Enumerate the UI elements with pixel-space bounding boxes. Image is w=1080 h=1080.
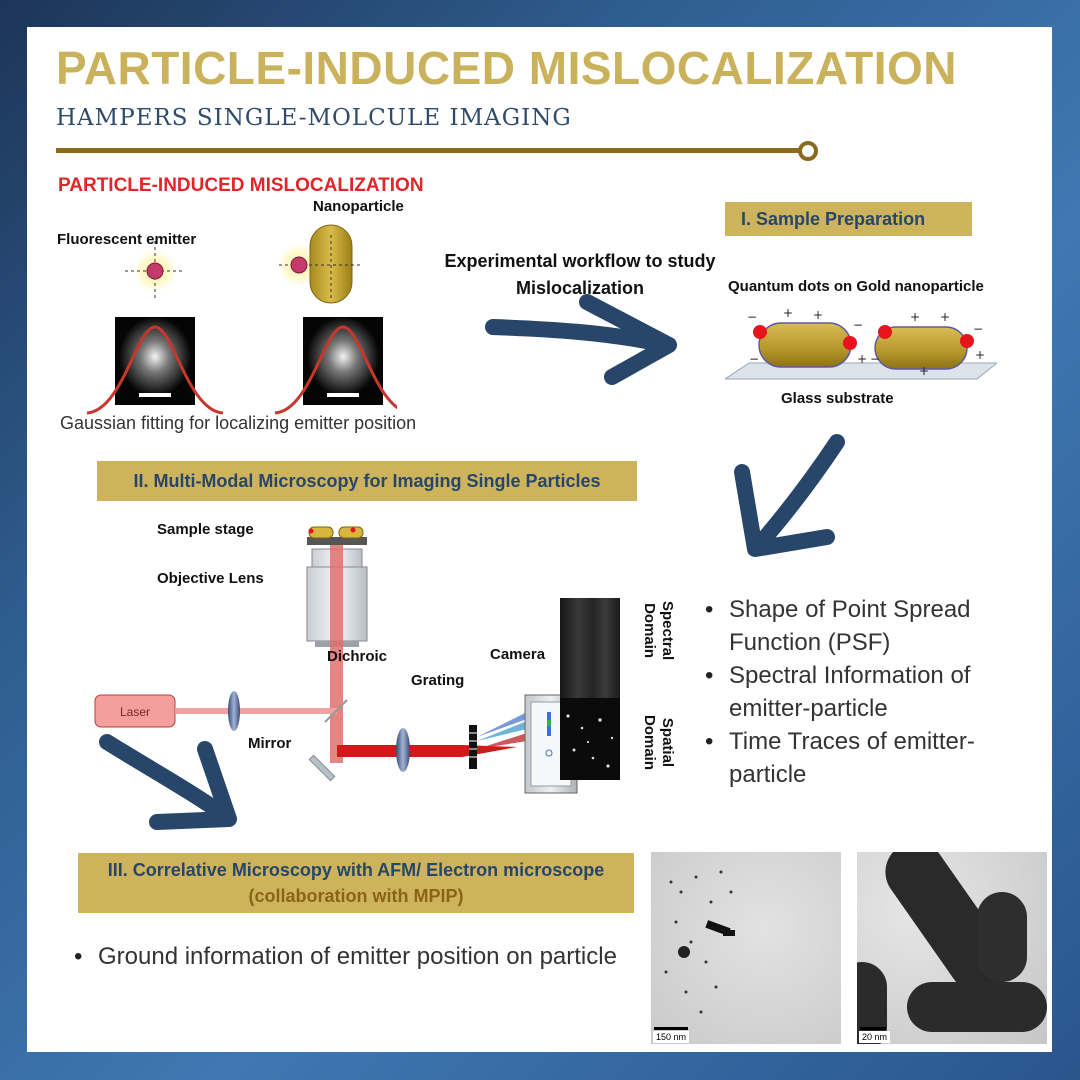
svg-text:+: +	[857, 352, 867, 366]
grating-shape	[469, 725, 477, 769]
spectral-word: Spectral	[659, 601, 676, 661]
title-divider	[56, 148, 806, 153]
poster-subtitle: HAMPERS SINGLE-MOLCULE IMAGING	[56, 105, 572, 131]
gaussian-caption: Gaussian fitting for localizing emitter …	[60, 413, 417, 433]
gaussian-fitting-illustration	[86, 224, 397, 415]
correlative-bullets: Ground information of emitter position o…	[70, 940, 660, 973]
grating-label: Grating	[411, 672, 465, 689]
nanoparticle-label: Nanoparticle	[313, 198, 404, 215]
workflow-line-2: Mislocalization	[515, 278, 645, 298]
bullet-time-traces: Time Traces of emitter-particle	[701, 725, 1001, 791]
mirror-shape	[308, 754, 336, 782]
laser-label: Laser	[120, 705, 150, 719]
spectral-domain-image	[560, 598, 620, 698]
mirror-label: Mirror	[248, 735, 292, 752]
bullet-psf: Shape of Point Spread Function (PSF)	[701, 593, 1001, 659]
em-image-overview: 150 nm	[651, 852, 841, 1044]
measurement-bullets: Shape of Point Spread Function (PSF) Spe…	[701, 593, 1001, 791]
svg-text:+: +	[783, 306, 793, 320]
arrow-down-right-icon	[99, 734, 237, 830]
arrow-right-icon	[485, 294, 677, 385]
camera-label: Camera	[490, 646, 546, 663]
flow-arrows	[99, 294, 845, 830]
scale-label-zoomed: 20 nm	[859, 1031, 891, 1043]
psf-image-left	[115, 317, 195, 405]
sample-preparation-banner: I. Sample Preparation	[725, 202, 972, 236]
workflow-text: Experimental workflow to study Mislocali…	[420, 248, 740, 302]
sample-stage-label: Sample stage	[157, 521, 254, 538]
svg-text:−: −	[747, 310, 757, 324]
psf-image-right	[303, 317, 383, 405]
correlative-banner-collab: (collaboration with MPIP)	[248, 886, 464, 906]
microscopy-banner: II. Multi-Modal Microscopy for Imaging S…	[97, 461, 637, 501]
bullet-ground-information: Ground information of emitter position o…	[70, 940, 660, 973]
gold-nanorod-left	[758, 322, 852, 368]
svg-text:−: −	[853, 318, 863, 332]
arrow-down-left-icon	[734, 434, 845, 557]
svg-text:+: +	[975, 348, 985, 362]
gaussian-fit-right	[274, 325, 397, 415]
quantum-dot	[753, 325, 767, 339]
svg-text:+: +	[813, 308, 823, 322]
objective-lens-label: Objective Lens	[157, 570, 264, 587]
svg-text:−: −	[973, 322, 983, 336]
laser-beam-horizontal	[175, 708, 337, 714]
emitter-with-nanoparticle-icon	[275, 224, 361, 304]
spatial-domain-image	[560, 698, 620, 780]
poster-card: PARTICLE-INDUCED MISLOCALIZATION HAMPERS…	[27, 27, 1052, 1052]
quantum-dot	[960, 334, 974, 348]
workflow-line-1: Experimental workflow to study	[444, 251, 716, 271]
svg-text:+: +	[940, 310, 950, 324]
spatial-domain-word: Domain	[641, 715, 658, 771]
bullet-spectral: Spectral Information of emitter-particle	[701, 659, 1001, 725]
mislocalization-heading: PARTICLE-INDUCED MISLOCALIZATION	[58, 175, 424, 196]
lens-1	[228, 691, 240, 731]
spatial-word: Spatial	[659, 717, 676, 768]
free-emitter-icon	[125, 241, 185, 301]
svg-text:+: +	[919, 364, 929, 378]
svg-text:−: −	[870, 352, 880, 366]
divider-end-dot	[798, 141, 818, 161]
fluorescent-emitter-label: Fluorescent emitter	[57, 231, 197, 248]
spectral-domain-word: Domain	[641, 603, 658, 659]
svg-text:−: −	[749, 352, 759, 366]
sample-illustration: −++ −+− ++− +−+	[725, 306, 997, 380]
dichroic-label: Dichroic	[327, 648, 388, 665]
svg-text:+: +	[910, 310, 920, 324]
glass-substrate-label: Glass substrate	[781, 390, 894, 407]
dichroic-mirror	[324, 699, 348, 723]
sample-stage-shape	[307, 537, 367, 545]
quantum-dot	[878, 325, 892, 339]
correlative-banner-title: III. Correlative Microscopy with AFM/ El…	[107, 860, 605, 880]
gaussian-fit-left	[86, 325, 224, 415]
quantum-dot	[843, 336, 857, 350]
quantum-dots-caption: Quantum dots on Gold nanoparticle	[728, 278, 984, 295]
spectral-domain-label: Spectral Domain	[640, 601, 676, 660]
poster-title: PARTICLE-INDUCED MISLOCALIZATION	[56, 42, 958, 94]
lens-2	[396, 728, 410, 772]
spatial-domain-label: Spatial Domain	[640, 715, 676, 770]
correlative-banner: III. Correlative Microscopy with AFM/ El…	[78, 853, 634, 913]
em-image-zoomed: 20 nm	[857, 852, 1047, 1044]
scale-label-overview: 150 nm	[653, 1031, 690, 1043]
